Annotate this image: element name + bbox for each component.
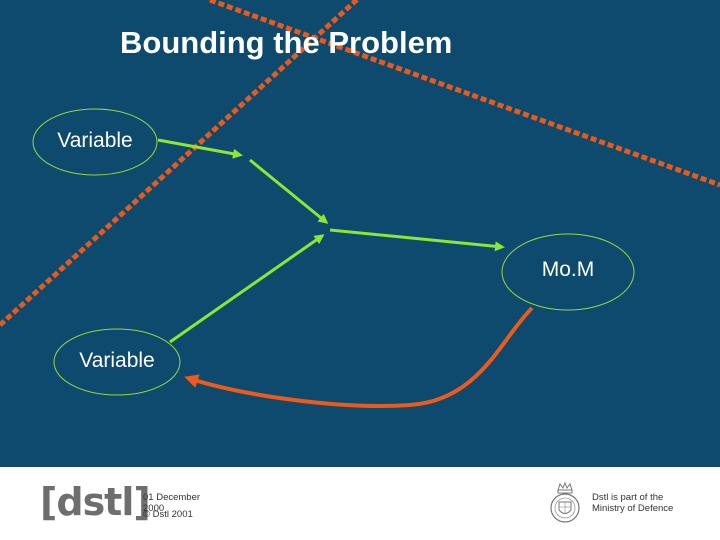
boundary-line-left (0, 0, 361, 327)
arrow-center-to-mom (329, 228, 505, 252)
copyright-text: © Dstl 2001 (143, 509, 193, 520)
royal-crest-icon (550, 481, 580, 523)
boundary-line-right (209, 0, 720, 188)
diagram (0, 0, 720, 408)
footer: [dstl] 01 December 2000 © Dstl 2001 Dstl… (0, 467, 720, 540)
mom-label: Mo.M (541, 258, 595, 281)
arrow-junction-to-center (249, 158, 329, 224)
slide-canvas: Bounding the Problem Variable Mo.M Varia… (0, 0, 720, 467)
date-text: 01 December 2000 (143, 492, 201, 514)
feedback-arrow-mom-to-variable (184, 306, 534, 408)
dstl-logo: [dstl] (40, 480, 151, 524)
slide-title: Bounding the Problem (120, 25, 453, 60)
arrow-variable-bottom-to-center (169, 234, 325, 344)
variable-bottom-label: Variable (79, 349, 155, 372)
variable-top-node (32, 108, 158, 176)
arrow-variable-to-junction (157, 138, 243, 159)
variable-top-label: Variable (57, 129, 133, 152)
mom-node (501, 233, 635, 311)
mod-text: Dstl is part of the Ministry of Defence (592, 492, 674, 514)
variable-bottom-node (53, 328, 181, 396)
